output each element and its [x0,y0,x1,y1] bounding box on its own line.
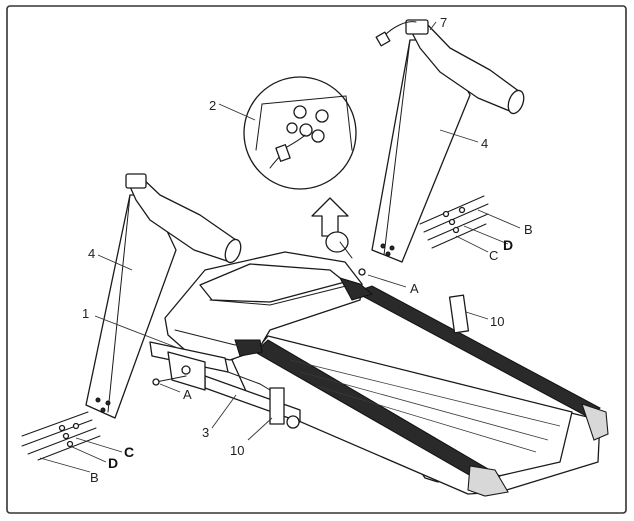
callout-10-right: 10 [490,314,504,329]
leader-lines [39,21,521,473]
callout-7: 7 [440,15,447,30]
callout-2: 2 [209,98,216,113]
plate-10 [448,294,470,334]
bracket-10 [269,387,285,425]
callout-4-right: 4 [481,136,488,151]
console-connector [325,231,366,276]
callout-10-bottom: 10 [230,443,244,458]
callout-4-left: 4 [88,246,95,261]
callout-a-right: A [410,281,419,296]
callout-d-right: D [503,237,513,253]
callout-a-left: A [183,387,192,402]
treadmill-base [231,285,609,497]
base-frame [149,341,301,429]
motor-hood [164,251,374,361]
left-upright [85,173,242,419]
callout-c-right: C [489,248,498,263]
callout-b-left: B [90,470,99,485]
arrow-to-inset [311,197,349,237]
bolt-a-left [155,375,187,383]
cable-detail-inset [243,76,357,190]
callout-d-left: D [108,455,118,471]
callout-1: 1 [82,306,89,321]
callout-3: 3 [202,425,209,440]
callout-b-right: B [524,222,533,237]
left-bolts [21,411,101,461]
right-bolts [419,195,489,249]
callout-c-left: C [124,444,134,460]
right-upright [371,19,525,263]
